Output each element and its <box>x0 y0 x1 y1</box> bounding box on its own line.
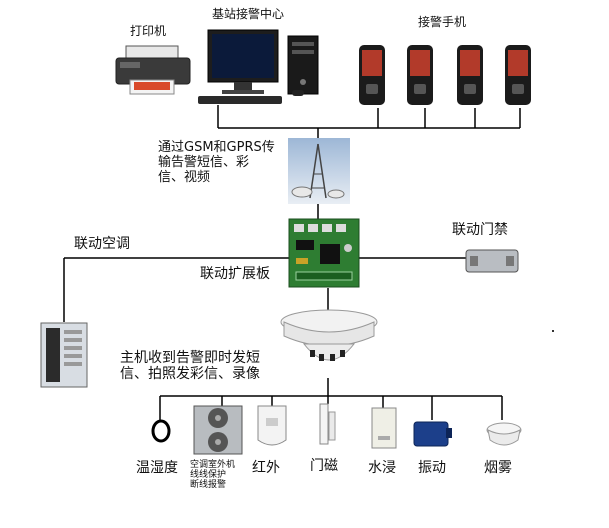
ring-sensor-icon <box>151 419 171 443</box>
expansion-board-icon <box>288 218 360 288</box>
sensor-label-vibration: 振动 <box>418 460 446 476</box>
smoke-sensor-icon <box>486 422 522 446</box>
cell-tower-icon <box>288 138 350 204</box>
aircon-link-label: 联动空调 <box>74 236 130 252</box>
computer-tower-icon <box>287 35 319 95</box>
mouse-icon <box>292 90 304 96</box>
alarm-phone-icon <box>505 45 531 105</box>
detector-label: 主机收到告警即时发短 信、拍照发彩信、录像 <box>120 350 260 382</box>
phones-label: 接警手机 <box>418 15 467 29</box>
door-link-label: 联动门禁 <box>452 222 508 238</box>
outdoor-unit-icon <box>193 405 243 455</box>
sensor-label-door-contact: 门磁 <box>310 458 338 474</box>
printer-icon <box>115 45 191 95</box>
infrared-sensor-icon <box>257 405 287 446</box>
transmission-label: 通过GSM和GPRS传 输告警短信、彩 信、视频 <box>158 140 275 185</box>
board-label: 联动扩展板 <box>200 266 270 282</box>
sensor-label-humidity: 温湿度 <box>136 460 178 476</box>
monitor-icon <box>198 29 282 104</box>
camera-detector-icon <box>280 309 378 361</box>
sensor-label-outdoor-unit: 空调室外机 线线保护 断线报警 <box>190 460 236 490</box>
center-label: 基站接警中心 <box>212 7 285 21</box>
door-contact-icon <box>319 403 336 445</box>
water-sensor-icon <box>371 407 397 449</box>
door-lock-icon <box>465 249 519 273</box>
alarm-phone-icon <box>359 45 385 105</box>
sensor-label-smoke: 烟雾 <box>484 460 512 476</box>
aircon-cabinet-icon <box>40 322 88 388</box>
alarm-phone-icon <box>407 45 433 105</box>
alarm-phone-icon <box>457 45 483 105</box>
vibration-sensor-icon <box>413 421 452 447</box>
sensor-label-water: 水浸 <box>368 460 396 476</box>
printer-label: 打印机 <box>130 24 167 38</box>
sensor-label-infrared: 红外 <box>252 460 280 476</box>
stray-dot <box>552 330 554 332</box>
